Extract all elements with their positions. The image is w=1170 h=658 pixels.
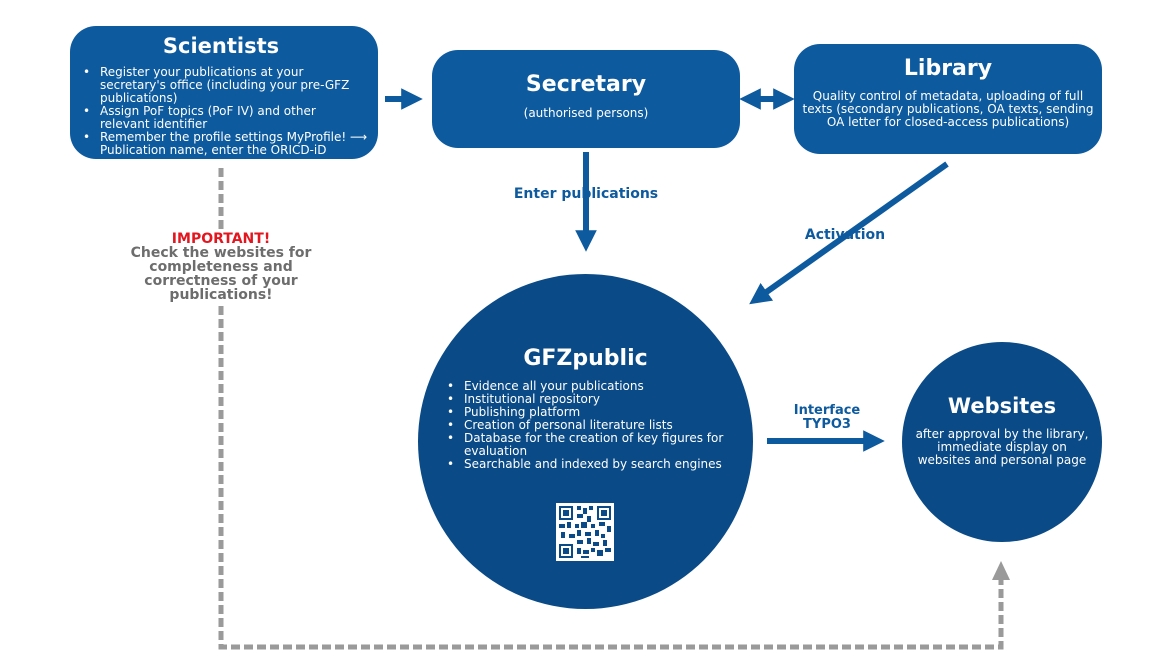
list-item: Database for the creation of key figures…	[447, 432, 729, 458]
enter-publications-label: Enter publications	[513, 186, 659, 202]
library-title: Library	[903, 56, 993, 81]
list-item: Evidence all your publications	[447, 380, 729, 394]
important-text: Check the websites for completeness and …	[130, 245, 312, 303]
library-text: Quality control of metadata, uploading o…	[802, 89, 1094, 129]
list-item: Creation of personal literature lists	[447, 419, 729, 433]
websites-circle: Websites after approval by the library, …	[902, 342, 1102, 542]
list-item: Assign PoF topics (PoF IV) and other rel…	[83, 105, 368, 131]
list-item: Register your publications at your secre…	[83, 66, 368, 105]
list-item: Publishing platform	[447, 406, 729, 420]
secretary-subtitle: (authorised persons)	[523, 106, 649, 120]
interface-label: Interface TYPO3	[772, 404, 882, 432]
gfzpublic-list: Evidence all your publications Instituti…	[442, 380, 729, 472]
scientists-title: Scientists	[162, 34, 280, 58]
secretary-title: Secretary	[525, 72, 647, 97]
scientists-box: Scientists Register your publications at…	[70, 26, 378, 159]
websites-title: Websites	[947, 394, 1057, 418]
activation-label: Activation	[804, 227, 886, 243]
feedback-arrowhead	[992, 561, 1010, 580]
list-item: Remember the profile settings MyProfile!…	[83, 131, 368, 157]
important-heading: IMPORTANT!	[171, 231, 271, 247]
qr-code-graphic	[559, 506, 611, 558]
interface-label-line2: TYPO3	[803, 417, 851, 432]
websites-text: after approval by the library, immediate…	[915, 427, 1089, 467]
interface-label-line1: Interface	[793, 403, 861, 418]
important-note: IMPORTANT! Check the websites for comple…	[126, 232, 316, 302]
qr-code-icon[interactable]	[556, 503, 614, 561]
arrow-library-to-gfzpublic	[749, 161, 949, 305]
gfzpublic-title: GFZpublic	[523, 346, 648, 371]
scientists-list: Register your publications at your secre…	[74, 66, 368, 157]
feedback-dashed-path	[218, 168, 1004, 650]
library-box: Library Quality control of metadata, upl…	[794, 44, 1102, 154]
list-item: Institutional repository	[447, 393, 729, 407]
secretary-box: Secretary (authorised persons)	[432, 50, 740, 148]
list-item: Searchable and indexed by search engines	[447, 458, 729, 472]
